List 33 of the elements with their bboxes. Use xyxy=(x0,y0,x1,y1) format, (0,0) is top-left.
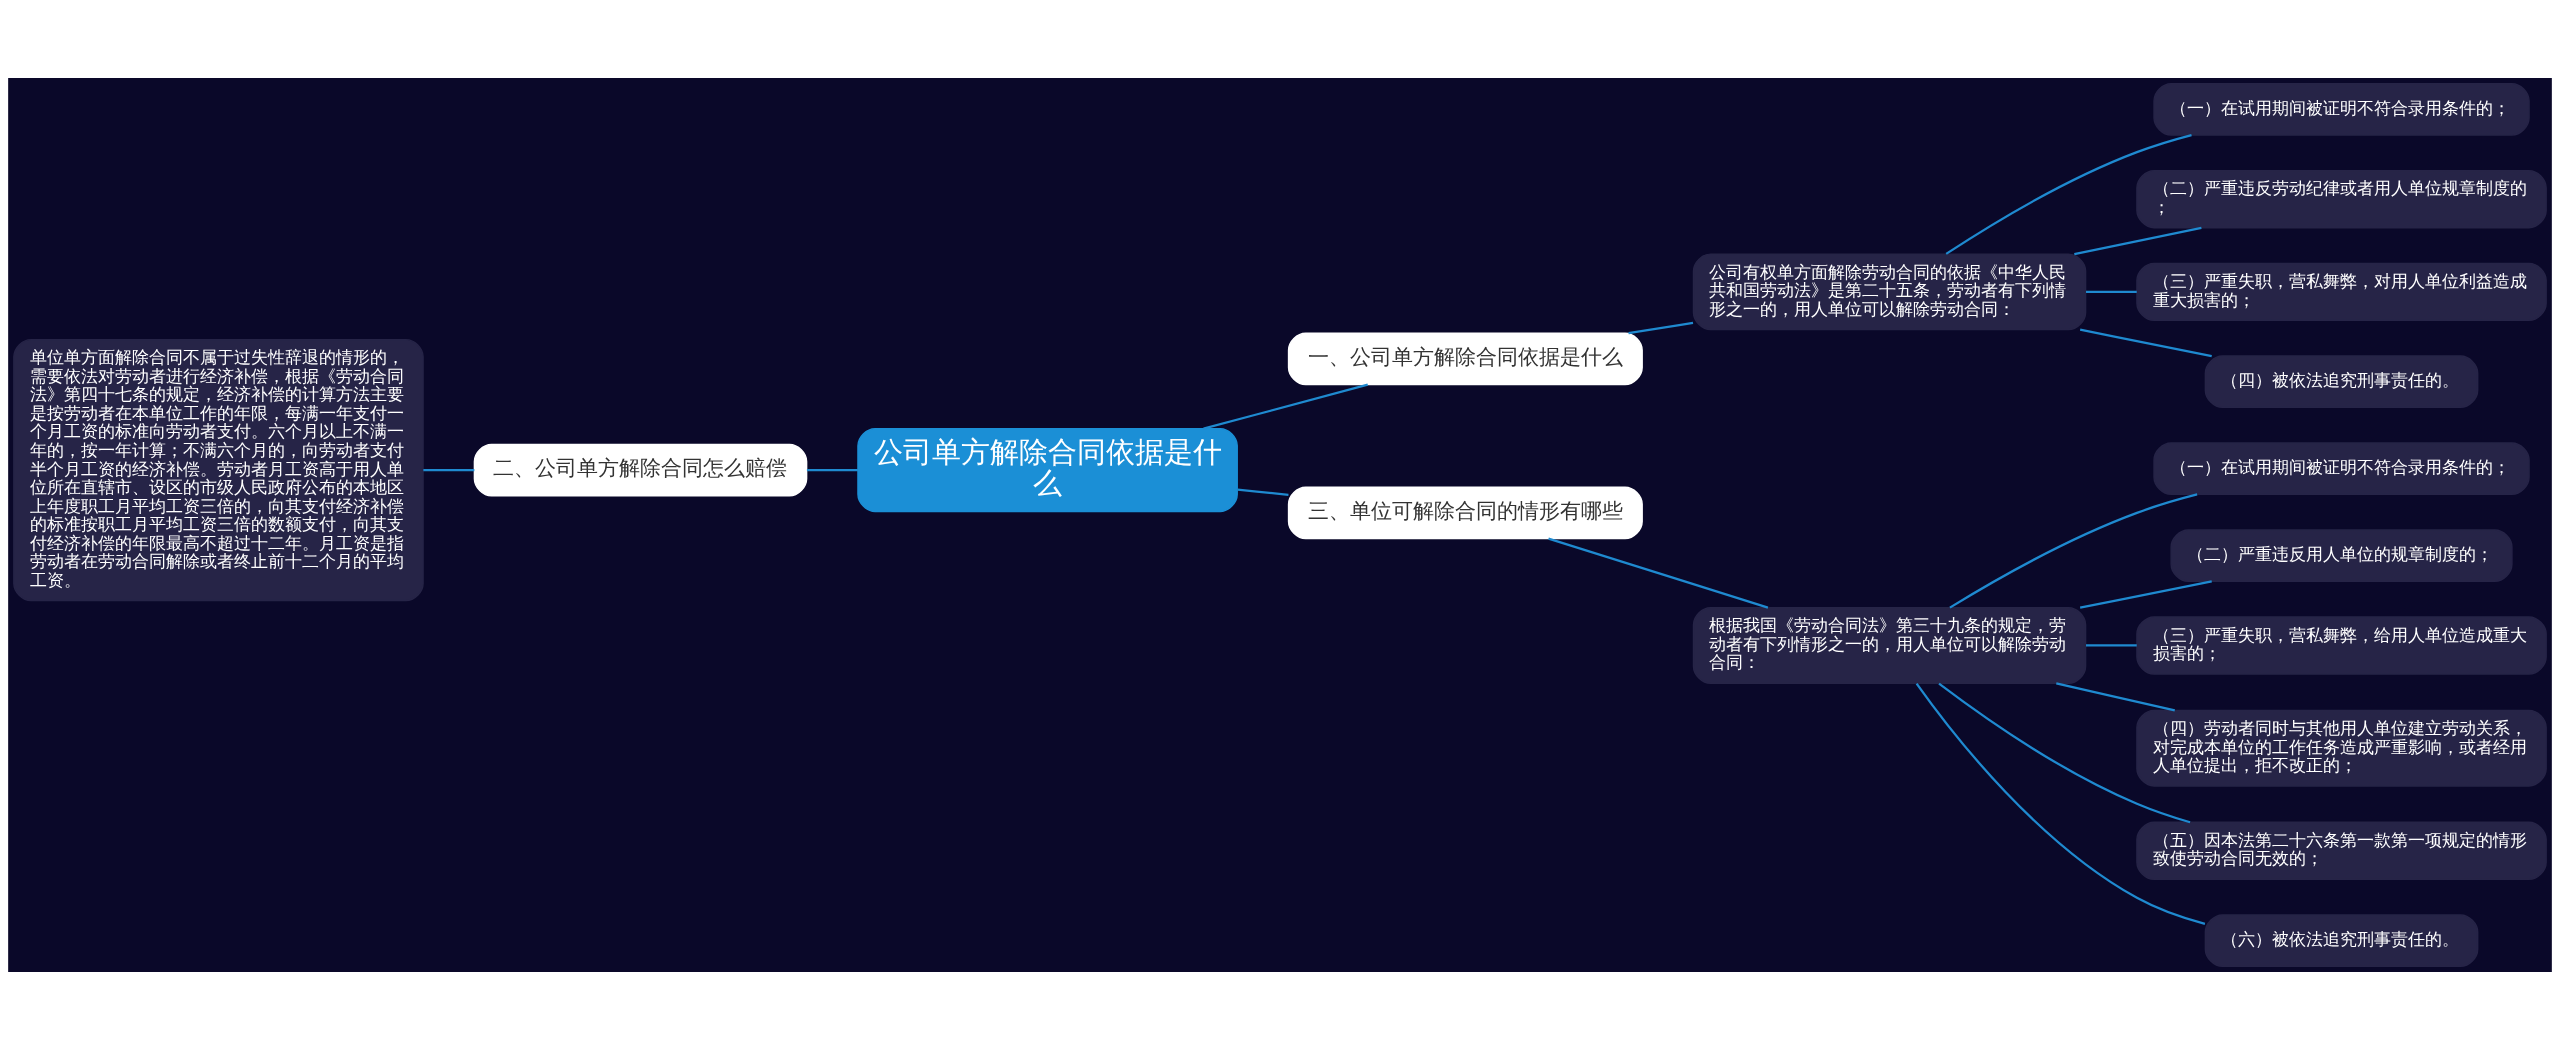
connector xyxy=(423,468,475,472)
connector xyxy=(806,468,858,472)
connector xyxy=(2086,644,2137,647)
node-box: 单位单方面解除合同不属于过失性辞退的情形的，需要依法对劳动者进行经济补偿，根据《劳动合同法》第四十七条的规定，经济补偿的计算方法主要是按劳动者在本单位工作的年限，每满一年支付一个月工资的标准向劳动者支付。六个月以上不满一年的，按一年计算；不满六个月的，向劳动者支付半个月工资的经济补偿。劳动者月工资高于用人单位所在直辖市、设区的市级人民政府公布的本地区上年度职工月平均工资三倍的，向其支付经济补偿的标准按职工月平均工资三倍的数额支付，向其支付经济补偿的年限最高不超过十二年。月工资是指劳动者在劳动合同解除或者终止前十二个月的平均工资。 xyxy=(13,338,424,602)
node-box: 公司有权单方面解除劳动合同的依据《中华人民共和国劳动法》是第二十五条，劳动者有下列情形之一的，用人单位可以解除劳动合同： xyxy=(1692,253,2087,331)
node-box: （五）因本法第二十六条第一款第一项规定的情形致使劳动合同无效的； xyxy=(2136,821,2547,881)
node-box: （四）被依法追究刑事责任的。 xyxy=(2204,355,2479,409)
node-box: （六）被依法追究刑事责任的。 xyxy=(2204,914,2479,967)
node-box: 公司单方解除合同依据是什么 xyxy=(857,428,1238,513)
node-box: （三）严重失职，营私舞弊，对用人单位利益造成重大损害的； xyxy=(2136,262,2547,322)
node-box: 根据我国《劳动合同法》第三十九条的规定，劳动者有下列情形之一的，用人单位可以解除劳动合同： xyxy=(1692,607,2087,684)
connector xyxy=(2074,226,2202,256)
connector xyxy=(1915,682,2206,925)
connector xyxy=(1628,321,1694,335)
node-box: 二、公司单方解除合同怎么赔偿 xyxy=(473,443,808,497)
node-box: （二）严重违反用人单位的规章制度的； xyxy=(2170,529,2513,583)
connector xyxy=(1237,488,1289,496)
node-box: 一、公司单方解除合同依据是什么 xyxy=(1287,332,1643,386)
connector xyxy=(2086,290,2137,293)
node-box: （四）劳动者同时与其他用人单位建立劳动关系，对完成本单位的工作任务造成严重影响，或者经用人单位提出，拒不改正的； xyxy=(2136,709,2547,787)
connector xyxy=(2056,682,2175,712)
connector xyxy=(1938,682,2191,824)
connector xyxy=(1203,383,1369,430)
node-box: （一）在试用期间被证明不符合录用条件的； xyxy=(2153,83,2530,136)
node-box: （二）严重违反劳动纪律或者用人单位规章制度的； xyxy=(2136,169,2547,229)
connector xyxy=(1949,493,2198,609)
connector xyxy=(2079,580,2212,609)
connector xyxy=(2079,328,2212,358)
connector xyxy=(1548,537,1769,609)
node-box: （一）在试用期间被证明不符合录用条件的； xyxy=(2153,442,2530,496)
connector xyxy=(1945,133,2192,255)
node-box: 三、单位可解除合同的情形有哪些 xyxy=(1287,486,1643,540)
node-box: （三）严重失职，营私舞弊，给用人单位造成重大损害的； xyxy=(2136,616,2547,675)
